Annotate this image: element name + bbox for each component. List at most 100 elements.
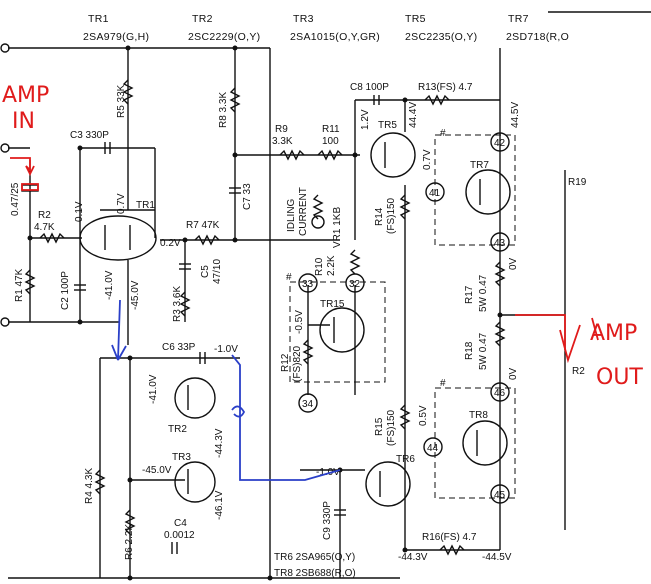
- node-45-circle: [490, 484, 510, 504]
- tr2-symbol: [174, 377, 216, 419]
- amp-out-stroke: [591, 317, 599, 341]
- amp-in-text-1: AMP: [2, 83, 49, 108]
- tr3-label: TR3: [172, 452, 191, 463]
- r3-label: R3 3.6K: [172, 286, 183, 322]
- node-34-label: 34: [302, 399, 314, 410]
- c7-label: C7 33: [242, 183, 253, 210]
- header-tr3-part: 2SA1015(O,Y,GR): [290, 31, 380, 43]
- c8-label: C8 100P: [350, 82, 389, 93]
- tr7-label: TR7: [470, 160, 489, 171]
- voltage-41b: -41.0V: [148, 374, 159, 404]
- voltage-45: -45.0V: [130, 280, 141, 310]
- node-markers: 33 32 34 41 42 43 44 45 46: [298, 132, 510, 504]
- r6-zigzag: [124, 509, 136, 535]
- heatsink-boxes: [289, 134, 516, 499]
- r17-zigzag: [494, 261, 506, 287]
- header-tr5-part: 2SC2235(O,Y): [405, 31, 477, 43]
- amp-out-text-1: AMP: [590, 321, 637, 346]
- voltage-0-7a: 0.7V: [116, 193, 127, 214]
- vr1-zigzag: [312, 194, 324, 220]
- r9-value: 3.3K: [272, 136, 293, 147]
- blue-arrow-left: [111, 299, 127, 361]
- voltage-0va: 0V: [508, 257, 519, 270]
- header-tr7-part: 2SD718(R,O: [506, 31, 569, 43]
- tr15-box: [289, 281, 386, 383]
- voltage-44-3b: -44.3V: [398, 552, 428, 563]
- r11-zigzag: [317, 149, 343, 161]
- passive-symbols: [21, 79, 506, 556]
- r15-label: R15: [374, 417, 385, 436]
- r9-label: R9: [275, 124, 288, 135]
- header-tr2-part: 2SC2229(O,Y): [188, 31, 260, 43]
- r19-label: R19: [568, 177, 587, 188]
- c4-value: 0.0012: [164, 530, 195, 541]
- r18-zigzag: [494, 321, 506, 347]
- amp-in-text-2: IN: [12, 109, 35, 134]
- hash-tr7: #: [440, 128, 446, 139]
- voltage-1-0a: -1.0V: [214, 344, 238, 355]
- r8-label: R8 3.3K: [218, 92, 229, 128]
- node-42-label: 42: [494, 138, 506, 149]
- tr6-symbol: [365, 461, 411, 507]
- node-33-label: 33: [302, 279, 314, 290]
- node-34-circle: [298, 393, 318, 413]
- c4-label: C4: [174, 518, 187, 529]
- c2-label: C2 100P: [60, 271, 71, 310]
- node-46-circle: [490, 382, 510, 402]
- r14-zigzag: [399, 194, 411, 220]
- header-tr1-part: 2SA979(G,H): [83, 31, 149, 43]
- voltage-0-5a: -0.5V: [294, 310, 305, 334]
- node-45-label: 45: [494, 490, 506, 501]
- component-labels: R5 33K R8 3.3K C8 100P R13(FS) 4.7 C3 33…: [10, 82, 587, 560]
- node-46-label: 46: [494, 388, 506, 399]
- voltage-44-4: 44.4V: [408, 102, 419, 128]
- r2-zigzag: [39, 232, 65, 244]
- r5-zigzag: [122, 79, 134, 105]
- tr7-box: [434, 134, 516, 246]
- c1-value: 0.47/25: [10, 182, 21, 216]
- header-tr7-id: TR7: [508, 13, 529, 25]
- r1-label: R1 47K: [14, 268, 25, 302]
- voltage-44-5: 44.5V: [510, 102, 521, 128]
- node-43-label: 43: [494, 238, 506, 249]
- voltage-45b: -45.0V: [142, 465, 172, 476]
- wiring: [8, 47, 566, 579]
- tr1-symbol: [79, 215, 157, 261]
- r8-zigzag: [229, 87, 241, 113]
- vr1-wiper: [311, 215, 325, 229]
- voltage-1-2: 1.2V: [360, 109, 371, 130]
- tr8-label: TR8: [469, 410, 488, 421]
- voltage-44-3: -44.3V: [214, 428, 225, 458]
- voltage-labels: 0.1V 0.7V 0.2V -41.0V -45.0V -1.0V -41.0…: [74, 102, 521, 563]
- tr5-symbol: [370, 132, 416, 178]
- voltage-0-1: 0.1V: [74, 201, 85, 222]
- r2-label: R2: [38, 210, 51, 221]
- vr1-label: VR1 1KB: [332, 207, 343, 248]
- tr15-label: TR15: [320, 299, 345, 310]
- header-part-list: TR1 2SA979(G,H) TR2 2SC2229(O,Y) TR3 2SA…: [83, 11, 651, 43]
- r12-zigzag: [302, 339, 314, 365]
- c3-label: C3 330P: [70, 130, 109, 141]
- r15-value: (FS)150: [386, 409, 397, 446]
- node-33-circle: [298, 273, 318, 293]
- amp-out-text-2: OUT: [596, 365, 643, 390]
- r4-zigzag: [94, 469, 106, 495]
- amp-in-arrow: [10, 157, 35, 177]
- tr5-label: TR5: [378, 120, 397, 131]
- footer-line2: TR8 2SB688(R,O): [274, 568, 356, 579]
- header-tr1-id: TR1: [88, 13, 109, 25]
- r1-zigzag: [24, 269, 36, 295]
- c6-label: C6 33P: [162, 342, 196, 353]
- r18-label: R18: [464, 341, 475, 360]
- footer-part-list: TR6 2SA965(O,Y) TR8 2SB688(R,O): [274, 552, 356, 579]
- voltage-0-2: 0.2V: [160, 238, 181, 249]
- idling-label: IDLING: [286, 198, 297, 232]
- blue-squiggle: [231, 405, 246, 418]
- r10-value: 2.2K: [326, 255, 337, 276]
- r4-label: R4 4.3K: [84, 468, 95, 504]
- r16-label: R16(FS) 4.7: [422, 532, 477, 543]
- r10-label: R10: [314, 257, 325, 276]
- voltage-41: -41.0V: [104, 270, 115, 300]
- tr1-label: TR1: [136, 200, 155, 211]
